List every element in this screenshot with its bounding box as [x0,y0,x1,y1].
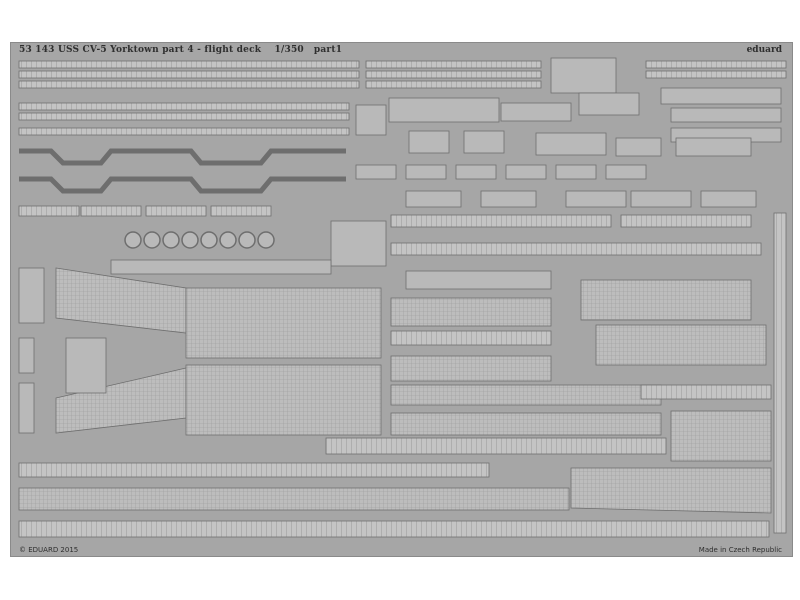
etched-strip [390,242,762,256]
etched-strip [18,205,80,217]
etched-part [65,337,107,394]
fret-title: 53 143 USS CV-5 Yorktown part 4 - flight… [19,45,262,55]
etched-part [615,137,662,157]
etched-strip [18,127,350,136]
etched-strip [365,70,542,79]
etched-strip [18,70,360,79]
etched-part [18,382,35,434]
etched-strip [620,214,752,228]
fret-scale: 1/350 [274,45,304,55]
etched-part [505,164,547,180]
etched-part [355,164,397,180]
mesh-panel [595,324,767,366]
etched-strip [210,205,272,217]
etched-part [18,267,45,324]
copyright-text: © EDUARD 2015 [19,546,79,554]
zigzag-brace [19,148,346,166]
etched-part [550,57,617,94]
etched-strip [390,297,552,327]
etched-strip [18,112,350,121]
etched-part [455,164,497,180]
etched-part [565,190,627,208]
etched-part [405,190,462,208]
etched-part [480,190,537,208]
etched-strip [18,520,770,538]
photo-etch-fret: 53 143 USS CV-5 Yorktown part 4 - flight… [10,42,793,557]
etched-part [500,102,572,122]
etched-part [330,220,387,267]
mesh-panel [670,410,772,462]
etched-part [110,259,332,275]
reel-wheel [219,231,237,249]
angled-deck-section [570,467,772,514]
etched-strip [365,60,542,69]
etched-strip [18,487,570,511]
etched-strip [390,384,662,406]
etched-part [578,92,640,116]
reel-wheel [238,231,256,249]
etched-part [675,137,752,157]
fret-parts-drawing [18,57,787,538]
etched-strip [18,462,490,478]
etched-strip [390,355,552,382]
etched-part [555,164,597,180]
etched-part [18,337,35,374]
etched-strip [645,60,787,69]
etched-strip [390,412,662,436]
etched-strip [390,214,612,228]
etched-part [660,87,782,105]
etched-part [405,164,447,180]
etched-part [605,164,647,180]
etched-strip [18,102,350,111]
angled-deck-section [55,267,187,334]
fret-header: 53 143 USS CV-5 Yorktown part 4 - flight… [19,45,342,55]
etched-part [670,107,782,123]
reel-wheel [124,231,142,249]
reel-wheel [257,231,275,249]
brand-logo: eduard [746,45,782,55]
etched-part [408,130,450,154]
etched-strip [18,80,360,89]
etched-part [630,190,692,208]
fret-part: part1 [313,45,343,55]
etched-strip [18,60,360,69]
reel-wheel [162,231,180,249]
etched-strip [145,205,207,217]
reel-wheel [143,231,161,249]
etched-part [700,190,757,208]
mesh-panel [185,287,382,359]
reel-wheel [181,231,199,249]
zigzag-brace [19,176,346,194]
etched-strip [365,80,542,89]
etched-part [405,270,552,290]
mesh-panel [580,279,752,321]
etched-strip [390,330,552,346]
etched-strip [640,384,772,400]
etched-part [388,97,500,123]
etched-part [463,130,505,154]
etched-strip [645,70,787,79]
etched-strip [325,437,667,455]
mesh-panel [185,364,382,436]
etched-strip [773,212,787,534]
reel-wheel [200,231,218,249]
origin-text: Made in Czech Republic [698,546,782,554]
etched-strip [80,205,142,217]
etched-part [535,132,607,156]
etched-part [355,104,387,136]
